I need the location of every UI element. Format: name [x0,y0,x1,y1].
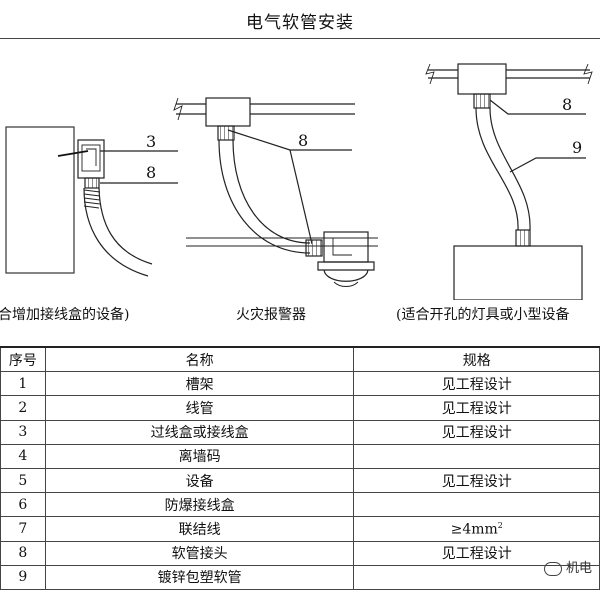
parts-table: 序号 名称 规格 1 槽架 见工程设计 2 线管 见工程设计 3 过线盒或接线盒… [0,346,600,590]
header-name: 名称 [44,346,355,373]
table-row: 3 过线盒或接线盒 见工程设计 [0,419,600,445]
cell-name: 镀锌包塑软管 [44,564,355,590]
flexible-hose-inner [232,139,311,244]
cell-spec: 见工程设计 [353,371,600,397]
alarm-junction-box [323,231,369,263]
table-header-row: 序号 名称 规格 [0,346,600,373]
table-row: 5 设备 见工程设计 [0,467,600,494]
table-row: 4 离墙码 [0,443,600,469]
trunk-pipe-left [428,69,458,79]
cell-number: 6 [0,492,46,518]
cell-name: 防爆接线盒 [44,492,355,518]
callout-8-middle: 8 [298,131,308,150]
cell-number: 5 [0,467,46,494]
cell-name: 过线盒或接线盒 [44,419,355,445]
table-row: 2 线管 见工程设计 [0,395,600,421]
flexible-hose-inner [489,107,531,231]
caption-right: (适合开孔的灯具或小型设备 [396,307,570,323]
cell-name: 联结线 [44,516,355,542]
cell-spec: 见工程设计 [353,467,600,494]
wire [57,150,89,157]
flexible-hose-inner [98,187,153,265]
cell-number: 1 [0,371,46,397]
leader-8-a [227,129,352,151]
cell-spec: 见工程设计 [353,395,600,421]
cell-number: 2 [0,395,46,421]
cell-number: 3 [0,419,46,445]
callout-8-right: 8 [562,95,572,114]
cell-number: 7 [0,516,46,542]
table-row: 6 防爆接线盒 [0,492,600,518]
flexible-hose-outer [475,107,519,231]
leader-8 [489,99,586,115]
header-spec: 规格 [353,346,600,373]
leader-8-b [289,149,313,245]
table-row: 8 软管接头 见工程设计 [0,540,600,566]
cell-number: 8 [0,540,46,566]
table-row: 1 槽架 见工程设计 [0,371,600,397]
alarm-connector [305,239,323,257]
equipment-panel [5,126,75,274]
trunk-pipe-left [176,103,206,115]
cell-spec [353,492,600,518]
watermark: 机电 [544,557,592,576]
drawing-title: 电气软管安装 [246,13,354,33]
pipe-box [205,97,251,127]
callout-8-left: 8 [146,163,156,182]
cell-spec: ≥4mm2 [353,516,600,542]
flexible-hose-outer [83,187,149,277]
spec-text: ≥4mm [450,521,498,538]
spec-superscript: 2 [497,520,503,530]
cell-name: 设备 [44,467,355,494]
right-installation-figure: 8 9 [425,63,593,300]
trunk-pipe-right [250,103,355,115]
pipe-box [457,63,507,95]
callout-9: 9 [572,138,582,157]
cell-spec: 见工程设计 [353,419,600,445]
leader-9 [509,157,586,173]
watermark-text: 机电 [566,561,593,576]
cell-number: 4 [0,443,46,469]
table-row: 9 镀锌包塑软管 [0,564,600,590]
cell-name: 槽架 [44,371,355,397]
cell-name: 离墙码 [44,443,355,469]
luminaire-equipment [453,245,583,300]
wechat-icon [544,561,562,576]
fire-alarm-detector [317,261,375,271]
cell-number: 9 [0,564,46,590]
cell-name: 线管 [44,395,355,421]
callout-3: 3 [146,132,156,151]
equipment-connector [515,229,531,247]
hose-connector [473,93,491,109]
caption-middle: 火灾报警器 [236,307,306,323]
hose-connector [217,125,235,141]
cell-name: 软管接头 [44,540,355,566]
ceiling-line [186,237,378,247]
caption-left: 合增加接线盒的设备) [0,307,130,323]
coil [83,189,101,209]
title-rule [0,38,600,39]
table-row: 7 联结线 ≥4mm2 [0,516,600,542]
middle-installation-figure: 8 [173,97,378,287]
flexible-hose-outer [218,139,311,254]
hose-connector [84,177,100,189]
trunk-pipe-right [506,69,590,79]
cell-spec [353,443,600,469]
header-number: 序号 [0,346,46,373]
left-installation-figure: 3 8 [5,126,178,277]
installation-drawings: 3 8 8 [5,63,593,300]
